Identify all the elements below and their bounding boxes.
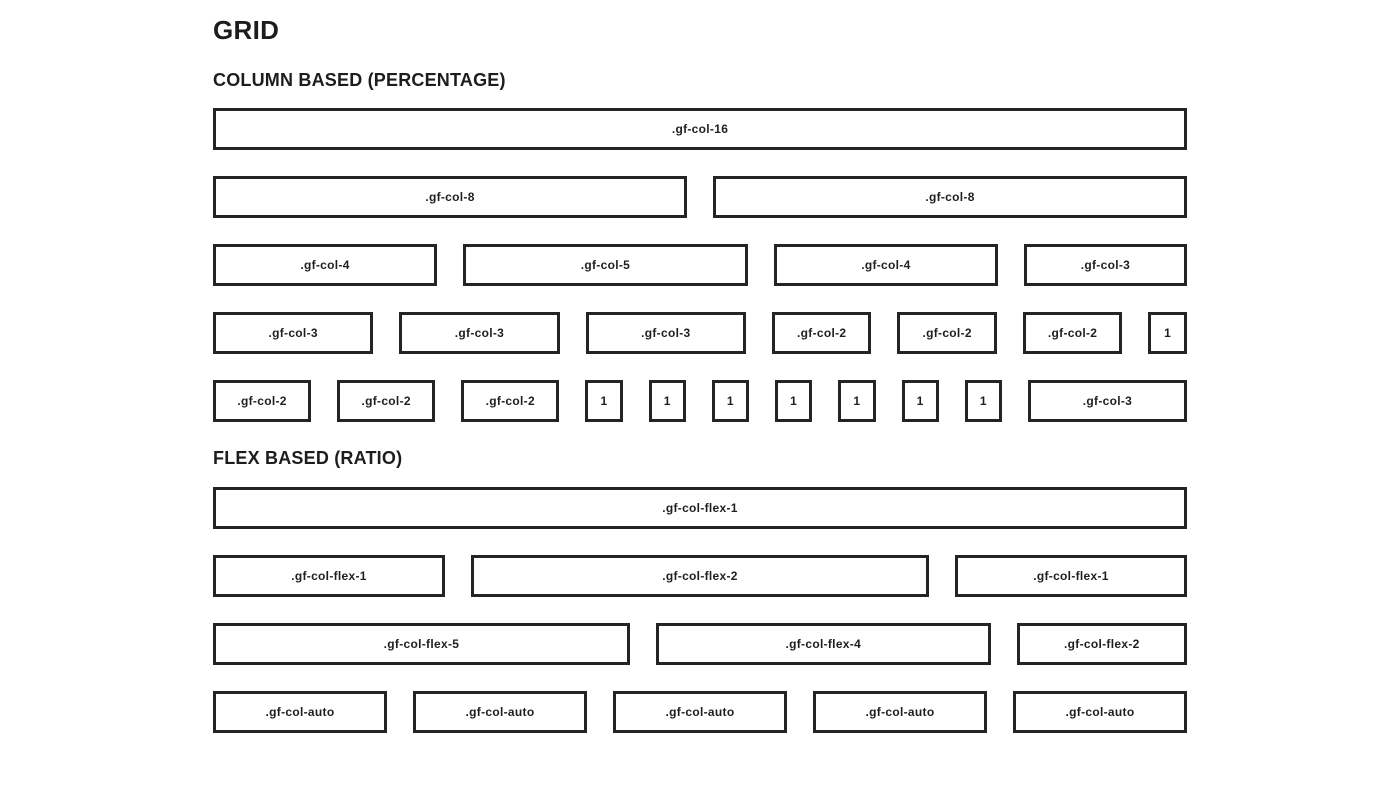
section-rows-column-based: .gf-col-16.gf-col-8.gf-col-8.gf-col-4.gf… bbox=[213, 108, 1187, 423]
page-container: GRID COLUMN BASED (PERCENTAGE) .gf-col-1… bbox=[213, 15, 1187, 734]
grid-box-label: .gf-col-flex-2 bbox=[1064, 637, 1140, 652]
grid-box: .gf-col-auto bbox=[813, 691, 987, 734]
grid-row: .gf-col-flex-5 .gf-col-flex-4 .gf-col-flex… bbox=[213, 623, 1187, 666]
grid-box: .gf-col-flex-1 bbox=[955, 555, 1187, 598]
grid-box: .gf-col-2 bbox=[771, 312, 872, 355]
grid-row: .gf-col-8 .gf-col-8 bbox=[213, 176, 1187, 219]
page-title: GRID bbox=[213, 15, 280, 45]
grid-box-label: .gf-col-2 bbox=[1047, 326, 1098, 341]
grid-box: .gf-col-5 bbox=[463, 244, 748, 287]
section-flex-based: FLEX BASED (RATIO) .gf-col-flex-1.gf-col… bbox=[213, 448, 1187, 734]
grid-box-label: 1 bbox=[663, 394, 671, 409]
grid-box: .gf-col-8 bbox=[213, 176, 687, 219]
grid-box: .gf-col-2 bbox=[461, 380, 560, 423]
grid-box: 1 bbox=[1148, 312, 1187, 355]
grid-box: 1 bbox=[838, 380, 876, 423]
grid-row: .gf-col-4 .gf-col-5 .gf-col-4 .gf-col-3 bbox=[213, 244, 1187, 287]
grid-box-label: .gf-col-2 bbox=[485, 394, 535, 409]
grid-box-label: .gf-col-4 bbox=[300, 258, 350, 273]
grid-box-label: .gf-col-flex-1 bbox=[662, 501, 738, 516]
grid-box: .gf-col-flex-2 bbox=[1016, 623, 1187, 666]
grid-box: .gf-col-flex-1 bbox=[213, 487, 1187, 530]
grid-box: .gf-col-16 bbox=[213, 108, 1187, 151]
grid-box-label: .gf-col-flex-2 bbox=[662, 569, 738, 584]
grid-row: .gf-col-auto .gf-col-auto .gf-col-auto .gf-… bbox=[213, 691, 1187, 734]
grid-box: 1 bbox=[901, 380, 939, 423]
grid-box: .gf-col-2 bbox=[897, 312, 997, 355]
grid-box-label: .gf-col-2 bbox=[361, 394, 411, 409]
grid-box-label: .gf-col-auto bbox=[465, 705, 535, 720]
grid-box-label: .gf-col-flex-5 bbox=[383, 637, 460, 652]
grid-box-label: .gf-col-2 bbox=[797, 326, 847, 341]
grid-box-label: 1 bbox=[726, 394, 734, 409]
grid-box: .gf-col-3 bbox=[1027, 380, 1187, 423]
grid-box-label: .gf-col-auto bbox=[865, 705, 935, 720]
grid-box-label: .gf-col-flex-1 bbox=[291, 569, 367, 584]
grid-box-label: 1 bbox=[979, 394, 987, 409]
grid-box-label: 1 bbox=[600, 394, 608, 409]
grid-box-label: .gf-col-3 bbox=[454, 326, 505, 341]
grid-box-label: 1 bbox=[853, 394, 861, 409]
grid-box: 1 bbox=[775, 380, 813, 423]
grid-box: .gf-col-3 bbox=[585, 312, 746, 355]
section-heading-column-based: COLUMN BASED (PERCENTAGE) bbox=[213, 69, 506, 90]
grid-box-label: .gf-col-flex-4 bbox=[785, 637, 862, 652]
section-heading-flex-based: FLEX BASED (RATIO) bbox=[213, 448, 403, 469]
grid-row: .gf-col-flex-1 bbox=[213, 487, 1187, 530]
grid-box-label: .gf-col-5 bbox=[580, 258, 631, 273]
grid-box-label: .gf-col-auto bbox=[665, 705, 735, 720]
grid-box: .gf-col-auto bbox=[1013, 691, 1187, 734]
grid-box: .gf-col-flex-1 bbox=[213, 555, 445, 598]
grid-box-label: .gf-col-3 bbox=[641, 326, 691, 341]
grid-row: .gf-col-3 .gf-col-3 .gf-col-3 .gf-col-2 .gf-… bbox=[213, 312, 1187, 355]
grid-box-label: .gf-col-16 bbox=[671, 122, 729, 137]
grid-row: .gf-col-flex-1 .gf-col-flex-2 .gf-col-flex… bbox=[213, 555, 1187, 598]
grid-box-label: .gf-col-3 bbox=[268, 326, 318, 341]
grid-box: .gf-col-auto bbox=[613, 691, 787, 734]
grid-box-label: .gf-col-4 bbox=[861, 258, 911, 273]
grid-box: .gf-col-2 bbox=[213, 380, 312, 423]
section-rows-flex-based: .gf-col-flex-1.gf-col-flex-1.gf-col-flex… bbox=[213, 487, 1187, 734]
grid-box-label: .gf-col-2 bbox=[922, 326, 972, 341]
grid-box: 1 bbox=[711, 380, 750, 423]
grid-box: .gf-col-flex-5 bbox=[213, 623, 630, 666]
grid-box: .gf-col-flex-4 bbox=[655, 623, 991, 666]
grid-box: .gf-col-flex-2 bbox=[471, 555, 929, 598]
grid-box-label: .gf-col-8 bbox=[925, 190, 975, 205]
grid-box: .gf-col-auto bbox=[213, 691, 387, 734]
grid-box-label: .gf-col-2 bbox=[237, 394, 287, 409]
grid-box-label: .gf-col-3 bbox=[1080, 258, 1131, 273]
grid-box-label: .gf-col-auto bbox=[1065, 705, 1135, 720]
grid-box: .gf-col-3 bbox=[399, 312, 560, 355]
grid-box: 1 bbox=[585, 380, 623, 423]
grid-box: .gf-col-3 bbox=[1023, 244, 1187, 287]
grid-row: .gf-col-16 bbox=[213, 108, 1187, 151]
grid-box: .gf-col-2 bbox=[337, 380, 436, 423]
grid-box-label: .gf-col-flex-1 bbox=[1033, 569, 1109, 584]
grid-box: .gf-col-4 bbox=[773, 244, 998, 287]
grid-box-label: .gf-col-3 bbox=[1082, 394, 1133, 409]
section-column-based: COLUMN BASED (PERCENTAGE) .gf-col-16 .gf-… bbox=[213, 70, 1187, 423]
grid-box: 1 bbox=[648, 380, 686, 423]
grid-box: 1 bbox=[964, 380, 1002, 423]
grid-box-label: .gf-col-8 bbox=[425, 190, 475, 205]
grid-box-label: 1 bbox=[916, 394, 924, 409]
grid-box: .gf-col-3 bbox=[213, 312, 374, 355]
grid-box-label: 1 bbox=[790, 394, 798, 409]
grid-box: .gf-col-auto bbox=[413, 691, 587, 734]
grid-row: .gf-col-2 .gf-col-2 .gf-col-2 1 1 1 1 1 1 1 .gf-co… bbox=[213, 380, 1187, 423]
grid-box: .gf-col-8 bbox=[713, 176, 1187, 219]
grid-box-label: 1 bbox=[1164, 326, 1172, 341]
grid-box: .gf-col-4 bbox=[213, 244, 437, 287]
grid-box: .gf-col-2 bbox=[1022, 312, 1123, 355]
grid-box-label: .gf-col-auto bbox=[265, 705, 335, 720]
